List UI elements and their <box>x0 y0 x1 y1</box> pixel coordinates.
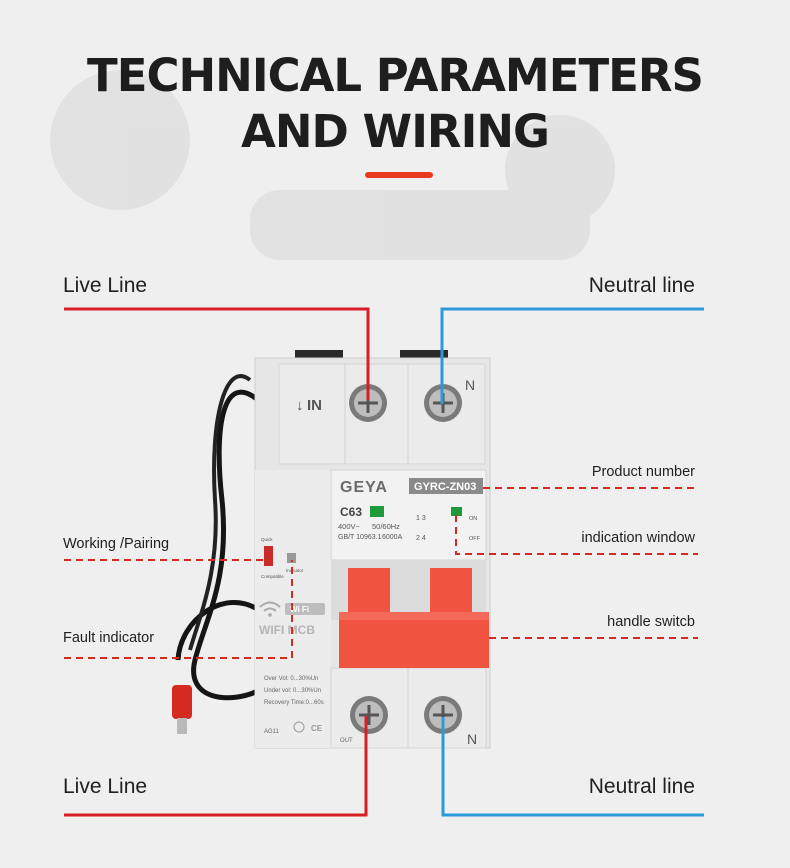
spec-standard: GB/T 10963.1 <box>338 534 382 541</box>
over-voltage-spec: Over Vol: 0...30%Un <box>264 676 318 682</box>
fault-indicator-light <box>287 553 296 563</box>
handle-switch-bar[interactable] <box>339 612 489 668</box>
label-indication-window: indication window <box>581 530 695 546</box>
in-label: IN <box>307 397 322 414</box>
neutral-line-bottom <box>441 717 704 817</box>
label-live-line-top: Live Line <box>63 274 148 297</box>
title-underline-bar <box>365 172 433 178</box>
leader-indication-window <box>455 515 698 555</box>
wifi-badge-text: Wi Fi <box>290 605 309 614</box>
under-voltage-spec: Under vol: 0...30%Un <box>264 688 321 694</box>
title-line-2: AND WIRING <box>241 105 550 158</box>
label-working-pairing: Working /Pairing <box>63 536 170 552</box>
label-fault-indicator: Fault indicator <box>63 630 155 646</box>
working-pairing-button[interactable] <box>264 546 273 566</box>
page-title: TECHNICAL PARAMETERS AND WIRING <box>0 48 790 160</box>
indicator-label: Indicator <box>286 568 304 573</box>
handle-left[interactable] <box>348 568 390 618</box>
contact-marks-top: 1 3 <box>416 515 426 522</box>
screw-bottom-neutral <box>424 696 462 734</box>
cable-ferrule <box>172 685 192 734</box>
screw-top-live <box>349 384 387 422</box>
on-label: ON <box>469 516 477 522</box>
din-clip-left <box>295 350 343 360</box>
model-number: GYRC-ZN03 <box>414 481 476 493</box>
live-line-top <box>64 307 370 400</box>
off-label: OFF <box>469 536 481 542</box>
n-bottom-label: N <box>467 731 477 747</box>
label-live-line-bottom: Live Line <box>63 775 148 798</box>
n-top-label: N <box>465 377 475 393</box>
contact-marks-bottom: 2 4 <box>416 535 426 542</box>
indication-window-green <box>451 507 462 516</box>
spec-capacity: 6000A <box>382 534 403 541</box>
spec-voltage: 400V~ <box>338 522 361 531</box>
din-clip-right <box>400 350 448 360</box>
compatible-label: Compatible <box>261 574 284 579</box>
out-label: OUT <box>340 738 353 744</box>
certification-mark-icon <box>293 721 305 733</box>
status-window-green <box>370 506 384 517</box>
brand-logo: GEYA <box>340 479 388 496</box>
label-product-number: Product number <box>591 464 695 480</box>
label-neutral-line-bottom: Neutral line <box>588 775 695 798</box>
device-code: AG11 <box>264 729 280 735</box>
label-handle-switch: handle switcb <box>607 614 695 630</box>
rating-label: C63 <box>340 505 362 519</box>
wifi-mcb-label: WIFI MCB <box>259 623 315 637</box>
arrow-down-icon: ↓ <box>296 397 304 414</box>
wifi-badge <box>285 603 325 615</box>
background-watermark <box>50 70 615 260</box>
cable-second-strand <box>188 374 252 651</box>
spec-frequency: 50/60Hz <box>372 522 400 531</box>
ce-mark: CE <box>311 724 323 733</box>
title-line-1: TECHNICAL PARAMETERS <box>87 49 704 102</box>
screw-bottom-live <box>350 696 388 734</box>
quick-label: Quick <box>261 537 273 542</box>
handle-highlight <box>339 612 489 620</box>
recovery-time-spec: Recovery Time:0...60s <box>264 700 324 706</box>
model-badge <box>409 478 483 494</box>
handle-right[interactable] <box>430 568 472 618</box>
live-line-bottom <box>64 716 368 817</box>
wifi-icon <box>259 601 281 617</box>
neutral-line-top <box>440 307 704 404</box>
cable <box>175 389 293 701</box>
label-neutral-line-top: Neutral line <box>588 274 695 297</box>
leader-fault-indicator <box>64 560 293 659</box>
